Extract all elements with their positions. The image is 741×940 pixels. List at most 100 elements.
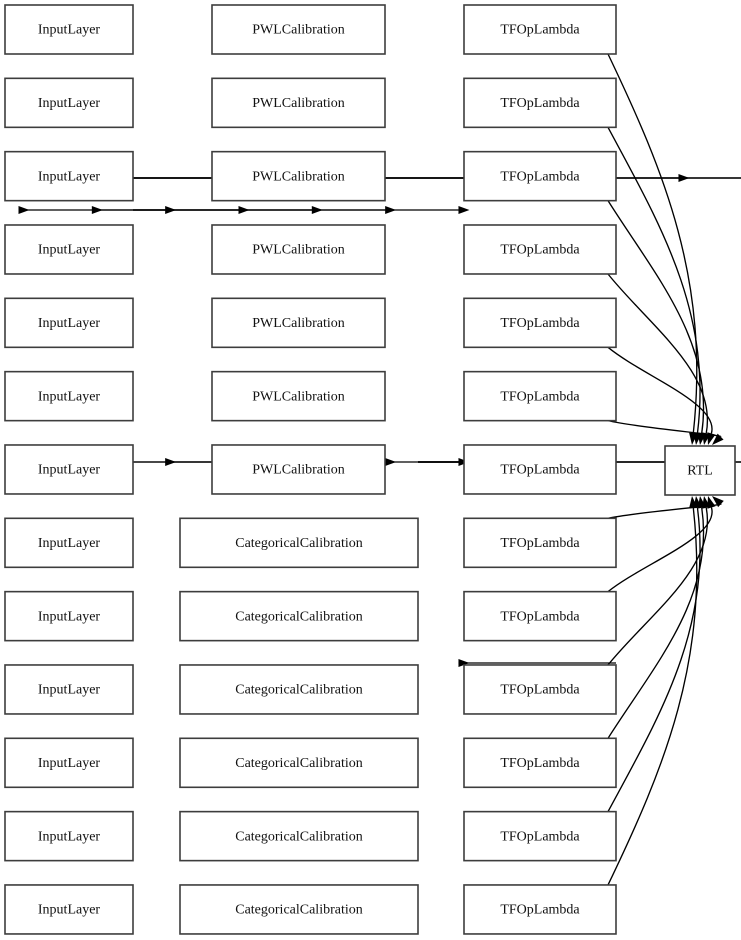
node-calibration-12[interactable]: CategoricalCalibration xyxy=(179,884,419,935)
node-input-layer-5-label: InputLayer xyxy=(38,389,101,404)
node-tfoplambda-8-label: TFOpLambda xyxy=(500,609,580,624)
node-tfoplambda-8[interactable]: TFOpLambda xyxy=(463,590,617,642)
node-calibration-4-label: PWLCalibration xyxy=(252,316,345,331)
node-input-layer-9-box xyxy=(4,664,134,715)
node-calibration-10[interactable]: CategoricalCalibration xyxy=(179,737,419,789)
node-input-layer-2[interactable]: InputLayer xyxy=(4,150,134,202)
node-calibration-11[interactable]: CategoricalCalibration xyxy=(179,810,419,862)
node-calibration-2[interactable]: PWLCalibration xyxy=(211,150,386,202)
node-input-layer-4-label: InputLayer xyxy=(38,316,101,331)
node-calibration-5[interactable]: PWLCalibration xyxy=(211,370,386,422)
node-calibration-6-box xyxy=(211,444,386,495)
edge-lambda-to-rtl-7 xyxy=(607,496,724,519)
node-input-layer-8-label: InputLayer xyxy=(38,609,101,624)
node-calibration-2-box xyxy=(211,150,386,202)
edge-lambda-to-rtl-2 xyxy=(607,200,706,445)
node-input-layer-3[interactable]: InputLayer xyxy=(4,224,134,275)
edge-lambda-to-rtl-12-line xyxy=(607,507,698,886)
node-tfoplambda-11-box xyxy=(463,810,617,862)
node-calibration-8[interactable]: CategoricalCalibration xyxy=(179,590,419,642)
node-tfoplambda-12-label: TFOpLambda xyxy=(500,903,580,918)
node-tfoplambda-5[interactable]: TFOpLambda xyxy=(463,370,617,422)
edge-lambda-to-rtl-9-line xyxy=(607,507,709,666)
node-tfoplambda-4-box xyxy=(463,297,617,349)
node-calibration-10-label: CategoricalCalibration xyxy=(235,756,363,771)
node-tfoplambda-0-label: TFOpLambda xyxy=(500,23,580,38)
edge-lambda-to-rtl-4-line xyxy=(607,346,713,434)
node-calibration-9-box xyxy=(179,664,419,715)
node-tfoplambda-12[interactable]: TFOpLambda xyxy=(463,884,617,935)
469.48-arrowhead xyxy=(458,206,470,214)
node-tfoplambda-0[interactable]: TFOpLambda xyxy=(463,4,617,55)
node-calibration-3-label: PWLCalibration xyxy=(252,243,345,258)
node-input-layer-9[interactable]: InputLayer xyxy=(4,664,134,715)
node-tfoplambda-1[interactable]: TFOpLambda xyxy=(463,77,617,129)
node-calibration-12-box xyxy=(179,884,419,935)
edge-lambda-to-rtl-5 xyxy=(607,419,724,445)
node-input-layer-1[interactable]: InputLayer xyxy=(4,77,134,129)
node-tfoplambda-1-box xyxy=(463,77,617,129)
node-input-layer-10[interactable]: InputLayer xyxy=(4,737,134,789)
node-calibration-6-label: PWLCalibration xyxy=(252,463,345,478)
node-calibration-8-label: CategoricalCalibration xyxy=(235,609,363,624)
node-tfoplambda-3-label: TFOpLambda xyxy=(500,243,580,258)
node-tfoplambda-7[interactable]: TFOpLambda xyxy=(463,517,617,569)
node-calibration-4[interactable]: PWLCalibration xyxy=(211,297,386,349)
node-tfoplambda-4[interactable]: TFOpLambda xyxy=(463,297,617,349)
node-calibration-0-box xyxy=(211,4,386,55)
edge-lambda-to-rtl-3-line xyxy=(607,273,709,434)
node-tfoplambda-11[interactable]: TFOpLambda xyxy=(463,810,617,862)
node-calibration-6[interactable]: PWLCalibration xyxy=(211,444,386,495)
node-calibration-3-box xyxy=(211,224,386,275)
node-input-layer-10-box xyxy=(4,737,134,789)
node-tfoplambda-8-box xyxy=(463,590,617,642)
node-input-layer-7[interactable]: InputLayer xyxy=(4,517,134,569)
edge-lambda-to-rtl-12-arrowhead xyxy=(689,496,698,509)
node-calibration-8-box xyxy=(179,590,419,642)
node-tfoplambda-11-label: TFOpLambda xyxy=(500,829,580,844)
node-tfoplambda-10-box xyxy=(463,737,617,789)
node-input-layer-12[interactable]: InputLayer xyxy=(4,884,134,935)
edge-lambda-to-rtl-5-line xyxy=(607,419,722,438)
node-input-layer-5[interactable]: InputLayer xyxy=(4,370,134,422)
node-tfoplambda-12-box xyxy=(463,884,617,935)
node-calibration-9[interactable]: CategoricalCalibration xyxy=(179,664,419,715)
node-tfoplambda-6[interactable]: TFOpLambda xyxy=(463,444,617,495)
node-calibration-0[interactable]: PWLCalibration xyxy=(211,4,386,55)
node-tfoplambda-6-label: TFOpLambda xyxy=(500,463,580,478)
node-tfoplambda-1-label: TFOpLambda xyxy=(500,96,580,111)
node-input-layer-7-box xyxy=(4,517,134,569)
node-calibration-1-box xyxy=(211,77,386,129)
node-input-layer-9-label: InputLayer xyxy=(38,683,101,698)
node-tfoplambda-10[interactable]: TFOpLambda xyxy=(463,737,617,789)
node-input-layer-6-label: InputLayer xyxy=(38,463,101,478)
node-calibration-5-label: PWLCalibration xyxy=(252,389,345,404)
node-input-layer-11-box xyxy=(4,810,134,862)
node-input-layer-8[interactable]: InputLayer xyxy=(4,590,134,642)
node-rtl-output-label: RTL xyxy=(687,464,713,479)
node-input-layer-11[interactable]: InputLayer xyxy=(4,810,134,862)
node-input-layer-2-box xyxy=(4,150,134,202)
edge-lambda-to-rtl-7-arrowhead xyxy=(712,496,724,508)
edge-lambda-to-rtl-8-line xyxy=(607,507,713,593)
node-tfoplambda-9[interactable]: TFOpLambda xyxy=(463,664,617,715)
node-tfoplambda-2[interactable]: TFOpLambda xyxy=(463,150,617,202)
node-calibration-1[interactable]: PWLCalibration xyxy=(211,77,386,129)
node-calibration-7[interactable]: CategoricalCalibration xyxy=(179,517,419,569)
node-input-layer-12-box xyxy=(4,884,134,935)
node-tfoplambda-9-box xyxy=(463,664,617,715)
node-calibration-4-box xyxy=(211,297,386,349)
node-input-layer-0[interactable]: InputLayer xyxy=(4,4,134,55)
edge-lambda-to-rtl-11 xyxy=(607,496,702,812)
node-calibration-3[interactable]: PWLCalibration xyxy=(211,224,386,275)
node-calibration-1-label: PWLCalibration xyxy=(252,96,345,111)
node-rtl-output[interactable]: RTL xyxy=(664,445,736,496)
node-tfoplambda-3[interactable]: TFOpLambda xyxy=(463,224,617,275)
node-tfoplambda-2-box xyxy=(463,150,617,202)
node-input-layer-4[interactable]: InputLayer xyxy=(4,297,134,349)
edge-lambda-to-rtl-5-arrowhead xyxy=(712,433,724,445)
node-input-layer-6[interactable]: InputLayer xyxy=(4,444,134,495)
node-tfoplambda-7-label: TFOpLambda xyxy=(500,536,580,551)
